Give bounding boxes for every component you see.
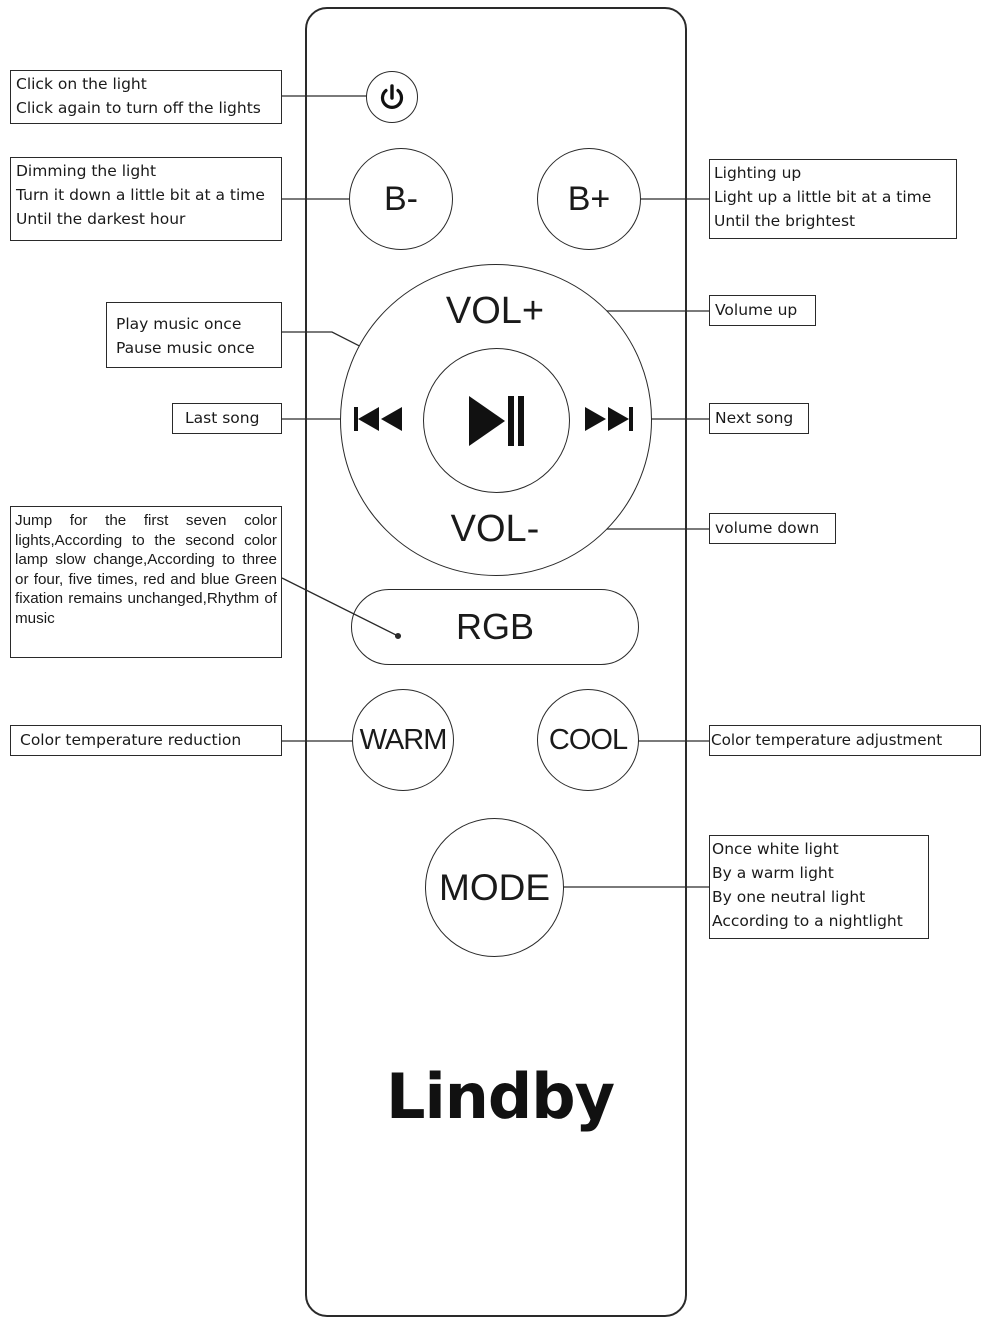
rgb-label: RGB: [455, 606, 534, 647]
previous-note-text: Last song: [185, 409, 260, 427]
rgb-button[interactable]: RGB: [351, 589, 639, 665]
power-note: Click on the light Click again to turn o…: [10, 70, 282, 124]
brightness-up-note-line-2: Light up a little bit at a time: [714, 188, 932, 206]
brightness-up-note-line-3: Until the brightest: [714, 212, 856, 230]
play-pause-note-line-1: Play music once: [116, 315, 242, 333]
volume-down-note: volume down: [709, 513, 836, 544]
volume-down-button[interactable]: VOL-: [430, 506, 560, 552]
mode-note-line-3: By one neutral light: [712, 888, 866, 906]
cool-label: COOL: [548, 723, 628, 756]
mode-note-line-1: Once white light: [712, 840, 839, 858]
play-pause-icon: [468, 395, 524, 446]
power-icon: [380, 84, 404, 109]
next-note-text: Next song: [715, 409, 794, 427]
warm-label: WARM: [359, 723, 448, 756]
brightness-down-note: Dimming the light Turn it down a little …: [10, 157, 282, 241]
volume-up-note: Volume up: [709, 295, 816, 326]
mode-button[interactable]: MODE: [425, 818, 564, 957]
rgb-note-text: Jump for the first seven color lights,Ac…: [15, 512, 277, 627]
brightness-down-note-line-2: Turn it down a little bit at a time: [16, 186, 265, 204]
volume-up-label: VOL+: [445, 290, 545, 332]
mode-note: Once white light By a warm light By one …: [709, 835, 929, 939]
brightness-down-label: B-: [384, 179, 418, 218]
mode-label: MODE: [439, 866, 550, 908]
warm-button[interactable]: WARM: [352, 689, 454, 791]
volume-down-label: VOL-: [450, 508, 540, 550]
next-button[interactable]: [583, 404, 635, 434]
mode-note-line-4: According to a nightlight: [712, 912, 903, 930]
cool-note-text: Color temperature adjustment: [711, 731, 943, 749]
power-button[interactable]: [366, 71, 418, 123]
play-pause-note-line-2: Pause music once: [116, 339, 255, 357]
skip-previous-icon: [354, 407, 402, 431]
play-pause-note: Play music once Pause music once: [106, 302, 282, 368]
mode-note-line-2: By a warm light: [712, 864, 834, 882]
volume-down-note-text: volume down: [715, 519, 820, 537]
power-note-line-2: Click again to turn off the lights: [16, 99, 261, 117]
skip-next-icon: [585, 407, 633, 431]
next-note: Next song: [709, 403, 809, 434]
brightness-up-label: B+: [567, 179, 611, 218]
previous-button[interactable]: [352, 404, 404, 434]
brightness-down-note-line-3: Until the darkest hour: [16, 210, 186, 228]
cool-note: Color temperature adjustment: [709, 725, 981, 756]
brightness-up-note: Lighting up Light up a little bit at a t…: [709, 159, 957, 239]
previous-note: Last song: [172, 403, 282, 434]
warm-note-text: Color temperature reduction: [20, 731, 242, 749]
volume-up-button[interactable]: VOL+: [430, 288, 560, 334]
power-note-line-1: Click on the light: [16, 75, 147, 93]
brightness-down-note-line-1: Dimming the light: [16, 162, 157, 180]
brand-logo: Lindby: [385, 1060, 615, 1133]
brightness-up-button[interactable]: B+: [537, 148, 641, 250]
rgb-note: Jump for the first seven color lights,Ac…: [10, 506, 282, 658]
volume-up-note-text: Volume up: [715, 301, 798, 319]
cool-button[interactable]: COOL: [537, 689, 639, 791]
play-pause-button[interactable]: [423, 348, 570, 493]
brightness-up-note-line-1: Lighting up: [714, 164, 802, 182]
brightness-down-button[interactable]: B-: [349, 148, 453, 250]
warm-note: Color temperature reduction: [10, 725, 282, 756]
